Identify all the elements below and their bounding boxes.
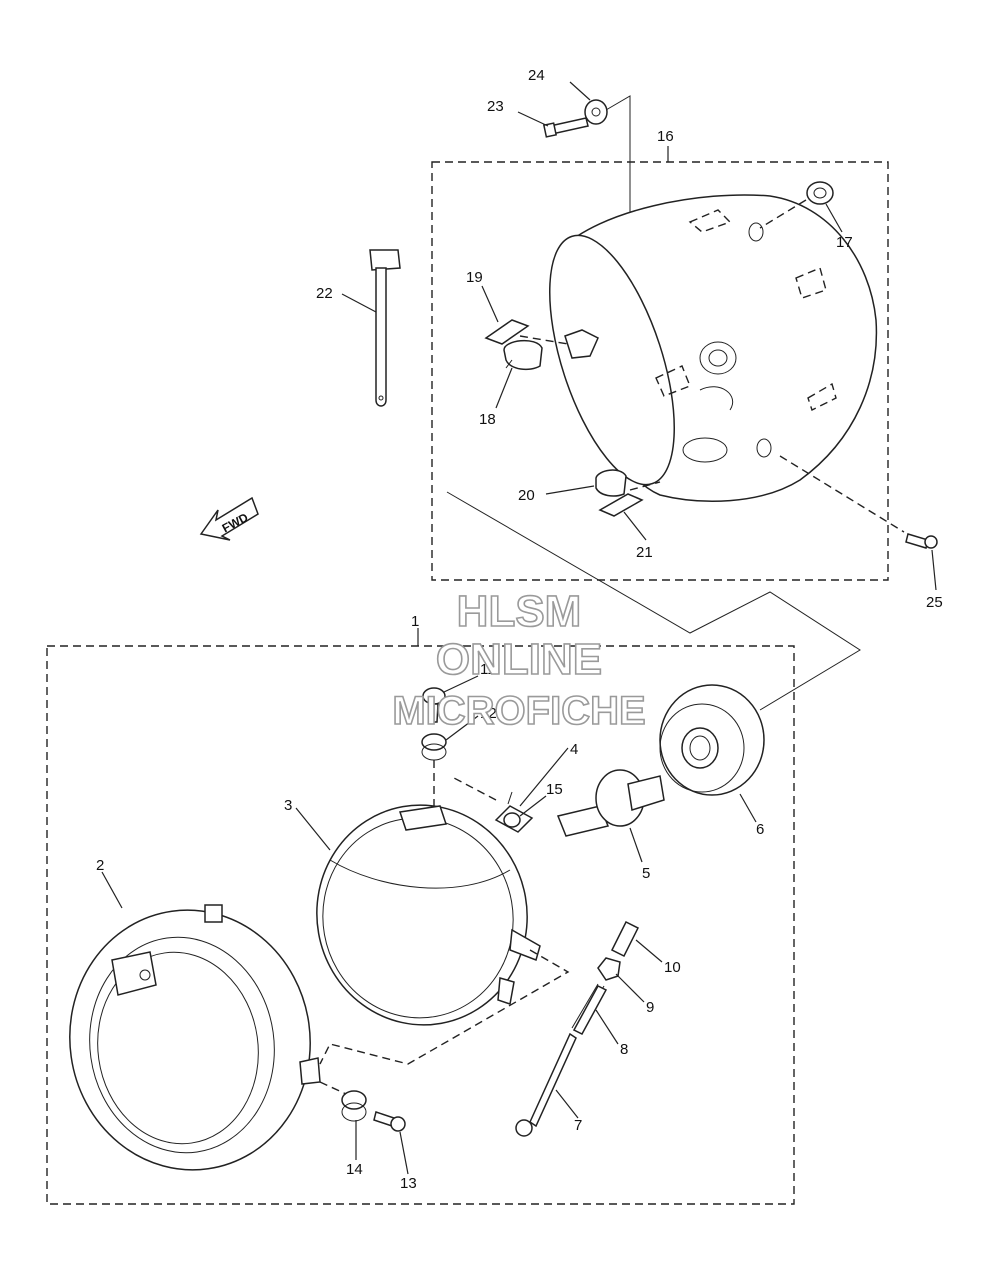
callout-20: 20 [518, 487, 535, 504]
leader-lines [101, 81, 937, 1175]
callout-5: 5 [642, 865, 650, 882]
callout-7: 7 [574, 1117, 582, 1134]
callout-12: 12 [480, 705, 497, 722]
watermark-line-2: ONLINE [436, 635, 602, 684]
cable-tie-22 [369, 249, 401, 407]
collar-24 [584, 99, 608, 125]
socket-cover-6 [659, 684, 765, 796]
callout-23: 23 [487, 98, 504, 115]
callout-22: 22 [316, 285, 333, 302]
fwd-direction-arrow: FWD [199, 496, 259, 541]
callout-24: 24 [528, 67, 545, 84]
callout-1: 1 [411, 613, 419, 630]
callout-11: 11 [480, 661, 496, 678]
headlight-housing [548, 194, 878, 502]
nut-9 [597, 957, 621, 981]
screw-11 [422, 687, 446, 723]
callout-15: 15 [546, 781, 563, 798]
callout-25: 25 [926, 594, 943, 611]
callout-18: 18 [479, 411, 496, 428]
screw-25 [905, 533, 938, 549]
connection-line-housing [446, 491, 861, 711]
grommet-14 [341, 1090, 367, 1122]
callout-21: 21 [636, 544, 653, 561]
callout-6: 6 [756, 821, 764, 838]
callout-14: 14 [346, 1161, 363, 1178]
headlight-rim-2 [69, 904, 321, 1171]
assembly-box-16 [431, 161, 889, 581]
adjust-screw-7 [515, 1032, 577, 1137]
callout-9: 9 [646, 999, 654, 1016]
clip-bracket-upper [564, 329, 599, 359]
bracket-18-19 [484, 319, 543, 371]
grommet-17 [806, 181, 834, 205]
callout-3: 3 [284, 797, 292, 814]
sleeve-10 [610, 920, 640, 958]
callout-2: 2 [96, 857, 104, 874]
grommet-12 [421, 733, 447, 761]
watermark-line-1: HLSM [457, 587, 582, 636]
callout-19: 19 [466, 269, 483, 286]
watermark-line-3: MICROFICHE [392, 689, 645, 733]
nut-15 [503, 812, 521, 828]
callout-8: 8 [620, 1041, 628, 1058]
headlight-lens-3 [316, 804, 541, 1026]
callout-10: 10 [664, 959, 681, 976]
callout-labels: 24 23 16 17 19 22 18 20 21 25 1 11 12 4 … [96, 67, 943, 1192]
callout-17: 17 [836, 234, 853, 251]
assembly-box-1 [46, 645, 795, 1205]
screw-13 [373, 1111, 406, 1132]
bracket-20-21 [595, 469, 644, 517]
bulb-5 [556, 769, 665, 837]
spring-8 [571, 983, 608, 1035]
callout-13: 13 [400, 1175, 417, 1192]
bolt-23 [542, 117, 589, 138]
callout-4: 4 [570, 741, 578, 758]
callout-16: 16 [657, 128, 674, 145]
watermark: HLSM ONLINE MICROFICHE [392, 586, 647, 734]
